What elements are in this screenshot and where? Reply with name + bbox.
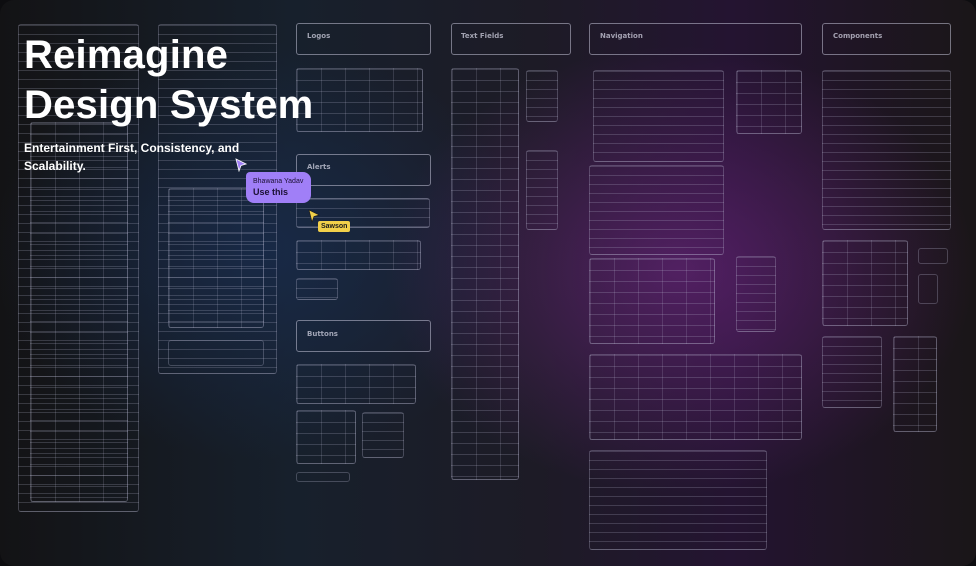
hero-title: Reimagine Design System: [24, 33, 314, 127]
section-title-components: Components: [833, 32, 883, 40]
nav-page-frame: [589, 165, 724, 255]
buttons-sizes: [362, 412, 404, 458]
components-panels: [822, 240, 908, 326]
components-list-table: [893, 336, 937, 432]
hero-subtitle: Entertainment First, Consistency, and Sc…: [24, 141, 240, 173]
doc-table-second: [168, 188, 264, 328]
collaborator-message: Use this: [253, 187, 289, 197]
section-title-buttons: Buttons: [307, 330, 338, 338]
nav-side-menus: [589, 258, 715, 344]
text-fields-select-menu: [526, 150, 558, 230]
doc-table-left: [30, 122, 128, 502]
buttons-variants: [296, 364, 416, 404]
section-frame-alerts[interactable]: [296, 154, 431, 186]
collaborator-comment-bhawana[interactable]: Bhawana Yadav Use this: [246, 172, 312, 203]
collaborator-name: Bhawana Yadav: [253, 178, 304, 185]
arrow-pointer-icon: [308, 209, 320, 223]
logos-grid: [296, 68, 423, 132]
components-modals: [822, 70, 951, 230]
text-fields-list: [451, 68, 519, 480]
section-title-logos: Logos: [307, 32, 331, 40]
text-fields-dropdowns: [526, 70, 558, 122]
alerts-inline: [296, 278, 338, 300]
nav-detail-page: [589, 450, 767, 550]
section-frame-text-fields[interactable]: [451, 23, 571, 55]
section-frame-navigation[interactable]: [589, 23, 802, 55]
doc-note-second: [168, 340, 264, 366]
collaborator-tag-sawson[interactable]: Sawson: [318, 221, 351, 232]
nav-icon-grid: [736, 70, 802, 134]
nav-side-panel: [736, 256, 776, 332]
section-frame-buttons[interactable]: [296, 320, 431, 352]
section-frame-logos[interactable]: [296, 23, 431, 55]
nav-headers: [593, 70, 724, 162]
section-title-navigation: Navigation: [600, 32, 643, 40]
doc-column-left: [18, 24, 139, 512]
nav-menu-variants: [589, 354, 802, 440]
section-title-text-fields: Text Fields: [461, 32, 504, 40]
buttons-groups: [296, 410, 356, 464]
components-card-small: [918, 274, 938, 304]
buttons-footer-row: [296, 472, 350, 482]
section-title-alerts: Alerts: [307, 163, 331, 171]
components-chip: [918, 248, 948, 264]
components-dialog: [822, 336, 882, 408]
alerts-toasts: [296, 240, 421, 270]
section-frame-components[interactable]: [822, 23, 951, 55]
arrow-pointer-icon: [235, 158, 247, 172]
